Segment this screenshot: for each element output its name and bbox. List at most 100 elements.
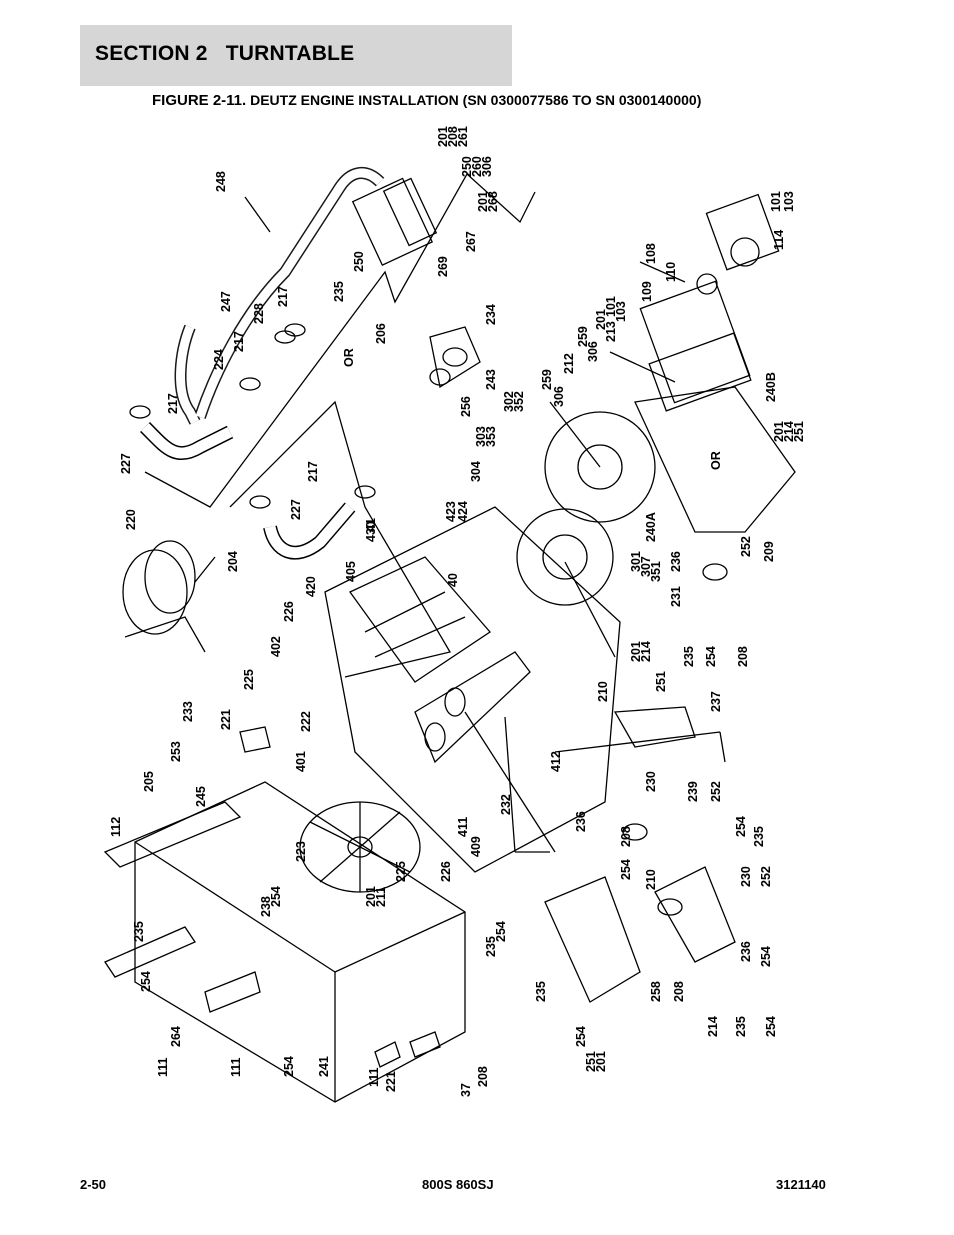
part-number: 206 (374, 323, 388, 344)
part-number: 221 (384, 1071, 398, 1092)
part-number: 103 (614, 301, 628, 322)
part-number: 208 (446, 126, 460, 147)
decal (409, 1031, 441, 1058)
clamp (354, 485, 376, 499)
part-number: 234 (484, 304, 498, 325)
figure-caption: DEUTZ ENGINE INSTALLATION (SN 0300077586… (250, 92, 702, 108)
engine-exploded-diagram: OR OR 201 208 261 250 260 306 201 268 24… (103, 126, 806, 1103)
part-number: 235 (332, 281, 346, 302)
muffler-port (444, 687, 466, 717)
part-number: 254 (494, 921, 508, 942)
part-number: 259 (576, 326, 590, 347)
part-number: 236 (669, 551, 683, 572)
or-label: OR (342, 348, 356, 367)
model-number: 800S 860SJ (422, 1177, 494, 1192)
part-number: 213 (604, 321, 618, 342)
part-number: 251 (584, 1051, 598, 1072)
part-number: 208 (476, 1066, 490, 1087)
part-number: 201 (436, 126, 450, 147)
part-number: 254 (764, 1016, 778, 1037)
part-number: 208 (736, 646, 750, 667)
part-number: 267 (464, 231, 478, 252)
part-number: 245 (194, 786, 208, 807)
part-number: 108 (644, 243, 658, 264)
part-number: 259 (540, 369, 554, 390)
part-number: 409 (469, 836, 483, 857)
part-number: 402 (269, 636, 283, 657)
muffler-port (424, 722, 446, 752)
part-number: 217 (276, 286, 290, 307)
part-number: 225 (394, 861, 408, 882)
part-number: 111 (156, 1057, 170, 1077)
part-number: 235 (132, 921, 146, 942)
part-number: 254 (574, 1026, 588, 1047)
cylinder-head (349, 556, 491, 683)
part-number: 226 (282, 601, 296, 622)
engine-muffler (414, 651, 531, 764)
part-number: 225 (242, 669, 256, 690)
part-number: 306 (480, 156, 494, 177)
part-number: 208 (672, 981, 686, 1002)
part-number: 302 (502, 391, 516, 412)
engine-mount (657, 898, 683, 916)
part-number: 423 (444, 501, 458, 522)
alt-pipe-boundary (229, 400, 452, 678)
part-number: 304 (469, 461, 483, 482)
exhaust-pipe-inner (176, 168, 384, 425)
part-number: 208 (619, 826, 633, 847)
part-number: 110 (664, 262, 678, 282)
engine-block (324, 506, 621, 873)
mount-bracket-239 (654, 866, 736, 963)
part-number: 251 (792, 421, 806, 442)
part-number: 223 (294, 841, 308, 862)
elbow-pipe-inner (141, 423, 233, 459)
decal (374, 1041, 401, 1068)
part-number: 247 (219, 291, 233, 312)
part-number: 258 (649, 981, 663, 1002)
part-number: 307 (639, 556, 653, 577)
part-number: 222 (299, 711, 313, 732)
bell-housing (544, 411, 656, 523)
part-number: 405 (344, 561, 358, 582)
clamp (249, 495, 271, 509)
part-number: 301 (629, 551, 643, 572)
part-number: 214 (782, 421, 796, 442)
part-number: 211 (374, 887, 388, 907)
part-number: 201 (772, 421, 786, 442)
shroud-panel (103, 801, 242, 868)
part-number: 114 (772, 230, 786, 250)
part-number: 254 (269, 886, 283, 907)
air-cleaner-bracket (124, 616, 206, 653)
bracket-plate (382, 177, 438, 247)
air-cleaner-body (144, 540, 196, 614)
pump-port (730, 237, 760, 267)
part-number: 214 (639, 641, 653, 662)
part-number-callouts: 201 208 261 250 260 306 201 268 248 267 … (109, 126, 806, 1097)
clamp (239, 377, 261, 391)
part-number: 306 (552, 386, 566, 407)
hydraulic-pump (639, 280, 751, 404)
part-number: 250 (460, 156, 474, 177)
part-number: 306 (586, 341, 600, 362)
part-number: 236 (574, 811, 588, 832)
alt-elbow-inner (264, 503, 355, 559)
part-number: 227 (289, 499, 303, 520)
shroud-panel (104, 926, 196, 978)
part-number: 240B (764, 372, 778, 402)
part-number: 401 (294, 751, 308, 772)
leader-line (564, 561, 616, 658)
pump-manifold (648, 332, 752, 412)
part-number: 201 (364, 886, 378, 907)
part-number: 111 (229, 1057, 243, 1077)
flywheel-hub (542, 534, 588, 580)
part-number: 252 (709, 781, 723, 802)
mount-bracket-237 (613, 706, 696, 748)
part-number: 254 (139, 971, 153, 992)
part-number: 235 (752, 826, 766, 847)
clamp (284, 323, 306, 337)
part-number: 412 (549, 751, 563, 772)
part-number: 264 (169, 1026, 183, 1047)
part-number: 201 (594, 309, 608, 330)
part-number: 201 (594, 1051, 608, 1072)
part-number: 204 (226, 551, 240, 572)
